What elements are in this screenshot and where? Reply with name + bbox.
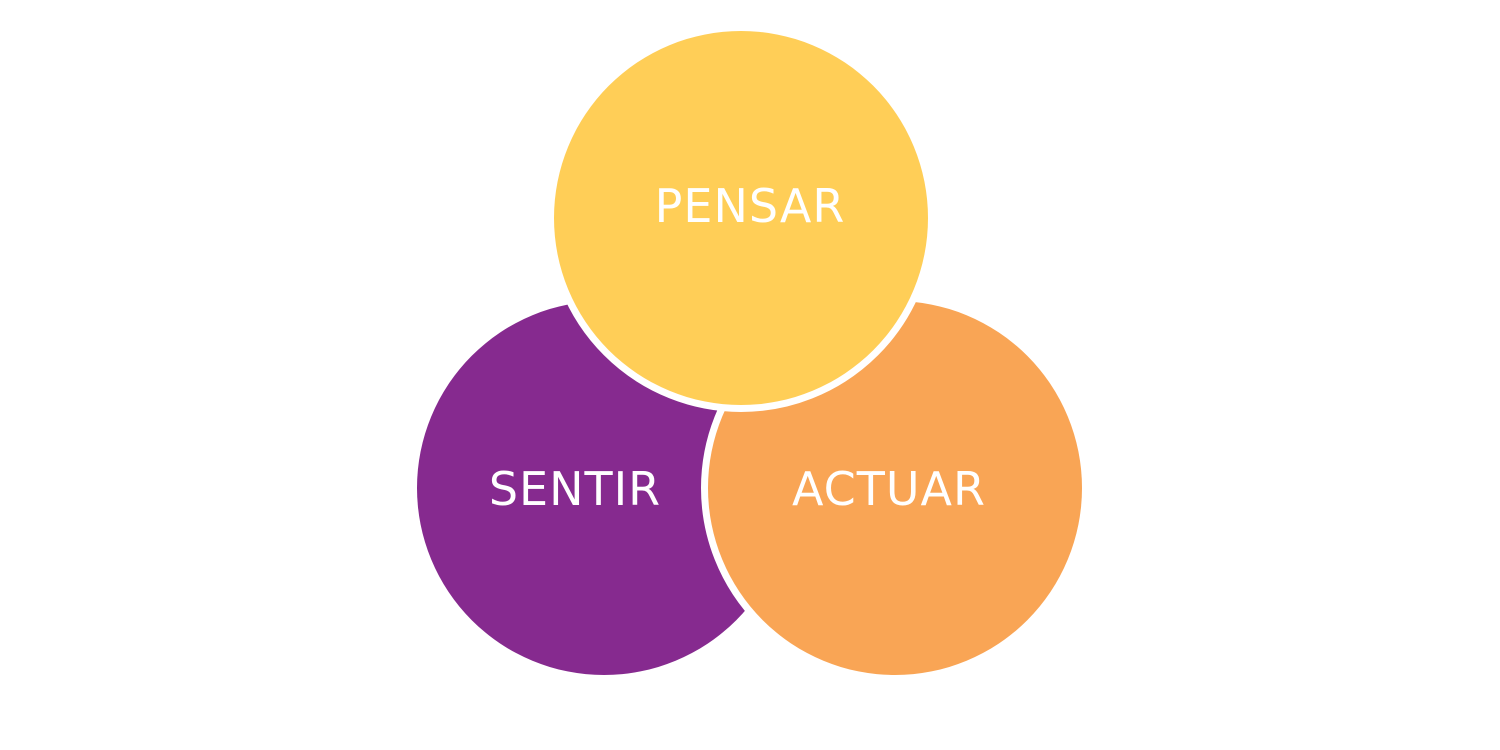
circle-pensar-group: PENSAR bbox=[547, 24, 935, 412]
label-actuar: ACTUAR bbox=[792, 462, 986, 516]
circle-pensar bbox=[547, 24, 935, 412]
label-sentir: SENTIR bbox=[489, 462, 661, 516]
label-pensar: PENSAR bbox=[655, 179, 846, 233]
